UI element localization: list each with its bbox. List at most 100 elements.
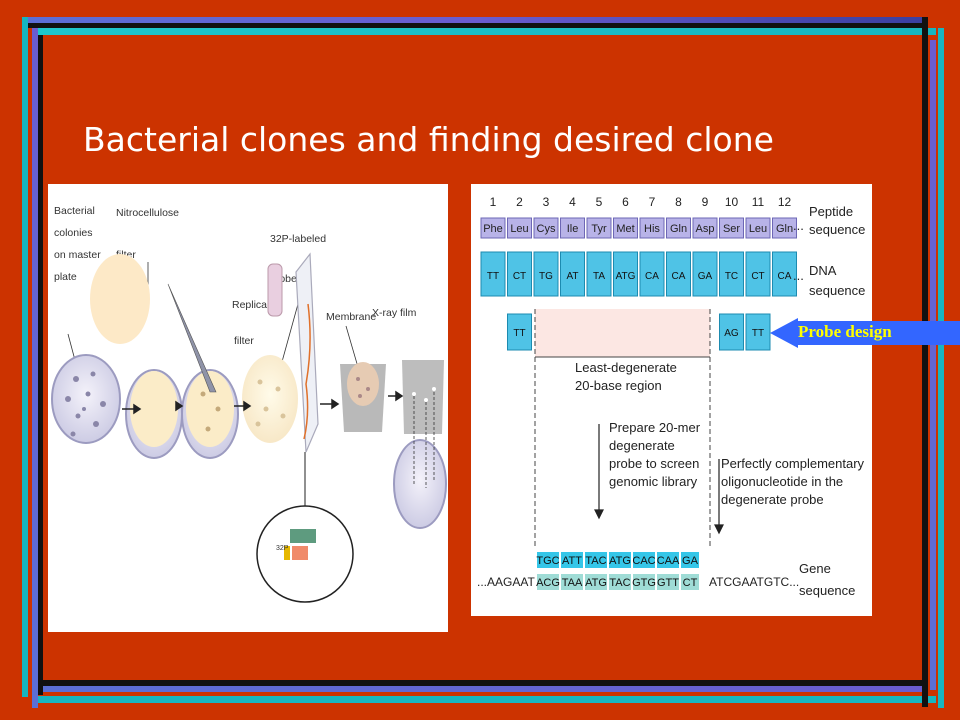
label-dna-1: DNA xyxy=(809,263,837,278)
callout-arrow-shape xyxy=(770,318,960,348)
codon-label: GA xyxy=(698,271,713,282)
codon-box xyxy=(639,251,665,297)
label-membrane: Membrane xyxy=(326,311,376,323)
probe-codon-box xyxy=(585,552,607,568)
amino-acid-label: Tyr xyxy=(591,223,607,235)
probe-tube xyxy=(267,263,283,317)
amino-acid-label: Gln xyxy=(776,223,793,235)
colony-hybridization-diagram: Bacterial colonies on master plate Nitro… xyxy=(51,205,447,603)
label-prepare-3: probe to screen xyxy=(609,456,699,471)
codon-label: CA xyxy=(778,271,792,282)
label-colonies-3: on master xyxy=(54,249,101,261)
residue-number: 8 xyxy=(675,195,682,209)
amino-acid-label: Asp xyxy=(696,223,715,235)
codon-box xyxy=(692,251,718,297)
probe-codon-box xyxy=(537,552,559,568)
gene-codon-label: ACG xyxy=(536,577,560,589)
frame-bar-bottom-blue xyxy=(42,686,928,692)
codon-box xyxy=(586,251,612,297)
amino-acid-box xyxy=(533,217,559,239)
amino-acid-label: Ser xyxy=(723,223,740,235)
residue-number: 10 xyxy=(725,195,739,209)
codon-label: TT xyxy=(487,271,499,282)
codon-label: TC xyxy=(725,271,738,282)
amino-acid-box xyxy=(772,217,797,239)
label-least-degenerate-2: 20-base region xyxy=(575,378,662,393)
frame-bar-left-black xyxy=(38,35,43,695)
gene-codon-box xyxy=(681,574,699,590)
gene-codon-box xyxy=(561,574,583,590)
amino-acid-label: His xyxy=(644,223,660,235)
label-least-degenerate-1: Least-degenerate xyxy=(575,360,677,375)
label-xray: X-ray film xyxy=(372,307,417,319)
gene-codon-label: GTT xyxy=(657,577,679,589)
codon-box xyxy=(745,251,771,297)
gene-codon-box xyxy=(657,574,679,590)
gene-prefix: ...AAGAAT xyxy=(477,575,535,589)
probe-codon-label: TAC xyxy=(585,555,606,567)
residue-number: 12 xyxy=(778,195,792,209)
hybridization-bag xyxy=(295,252,319,453)
codon-box xyxy=(560,251,585,297)
residue-number: 7 xyxy=(649,195,656,209)
label-probe-1: 32P-labeled xyxy=(270,233,326,245)
residue-number: 3 xyxy=(543,195,550,209)
least-degenerate-region xyxy=(535,309,710,357)
probe-codon-box xyxy=(561,552,583,568)
probe-codon-label: CAC xyxy=(632,555,655,567)
frame-bar-left-cyan xyxy=(22,17,28,697)
amino-acid-box xyxy=(507,217,532,239)
peptide-ellipsis: ... xyxy=(793,218,804,233)
frame-bar-bottom-cyan xyxy=(32,696,936,703)
label-perfectly-1: Perfectly complementary xyxy=(721,456,865,471)
amino-acid-box xyxy=(613,217,638,239)
label-replica-2: filter xyxy=(234,335,254,347)
label-dna-2: sequence xyxy=(809,283,865,298)
amino-acid-label: Met xyxy=(616,223,634,235)
codon-box xyxy=(480,251,506,297)
amino-acid-box xyxy=(639,217,665,239)
label-colonies-4: plate xyxy=(54,271,77,283)
gene-codon-label: GTG xyxy=(632,577,656,589)
probe-codon-label: GA xyxy=(682,555,699,567)
codon-label: CA xyxy=(672,271,686,282)
gene-codon-label: TAC xyxy=(609,577,630,589)
gene-codon-box xyxy=(585,574,607,590)
probe-codon-label: ATT xyxy=(562,555,582,567)
codon-box xyxy=(666,251,691,297)
codon-label: ATG xyxy=(616,271,636,282)
alt-codon-label: AG xyxy=(724,328,739,339)
probe-codon-box xyxy=(633,552,655,568)
label-colonies-2: colonies xyxy=(54,227,93,239)
amino-acid-box xyxy=(692,217,718,239)
slide-title: Bacterial clones and finding desired clo… xyxy=(83,120,774,159)
codon-box xyxy=(533,251,559,297)
codon-box xyxy=(772,251,797,297)
frame-bar-left-blue xyxy=(32,28,38,708)
frame-bar-top-cyan xyxy=(32,28,936,35)
label-nitro-1: Nitrocellulose xyxy=(116,207,179,219)
frame-bar-right-blue xyxy=(930,40,936,690)
alt-codon-box xyxy=(745,313,771,351)
frame-bar-top-blue xyxy=(22,17,928,23)
probe-codon-label: TGC xyxy=(536,555,559,567)
gene-codon-box xyxy=(633,574,655,590)
codon-label: AT xyxy=(566,271,578,282)
alt-codon-label: TT xyxy=(513,328,525,339)
label-gene-2: sequence xyxy=(799,583,855,598)
probe-codon-box xyxy=(681,552,699,568)
residue-number: 11 xyxy=(752,195,765,209)
residue-number: 2 xyxy=(516,195,523,209)
master-plate xyxy=(51,354,121,444)
probe-design-callout xyxy=(770,318,960,348)
gene-suffix: ATCGAATGTC... xyxy=(709,575,799,589)
label-replica-1: Replica xyxy=(232,299,267,311)
label-prepare-2: degenerate xyxy=(609,438,675,453)
residue-number: 6 xyxy=(622,195,629,209)
gene-codon-label: ATG xyxy=(585,577,607,589)
amino-acid-label: Leu xyxy=(510,223,528,235)
